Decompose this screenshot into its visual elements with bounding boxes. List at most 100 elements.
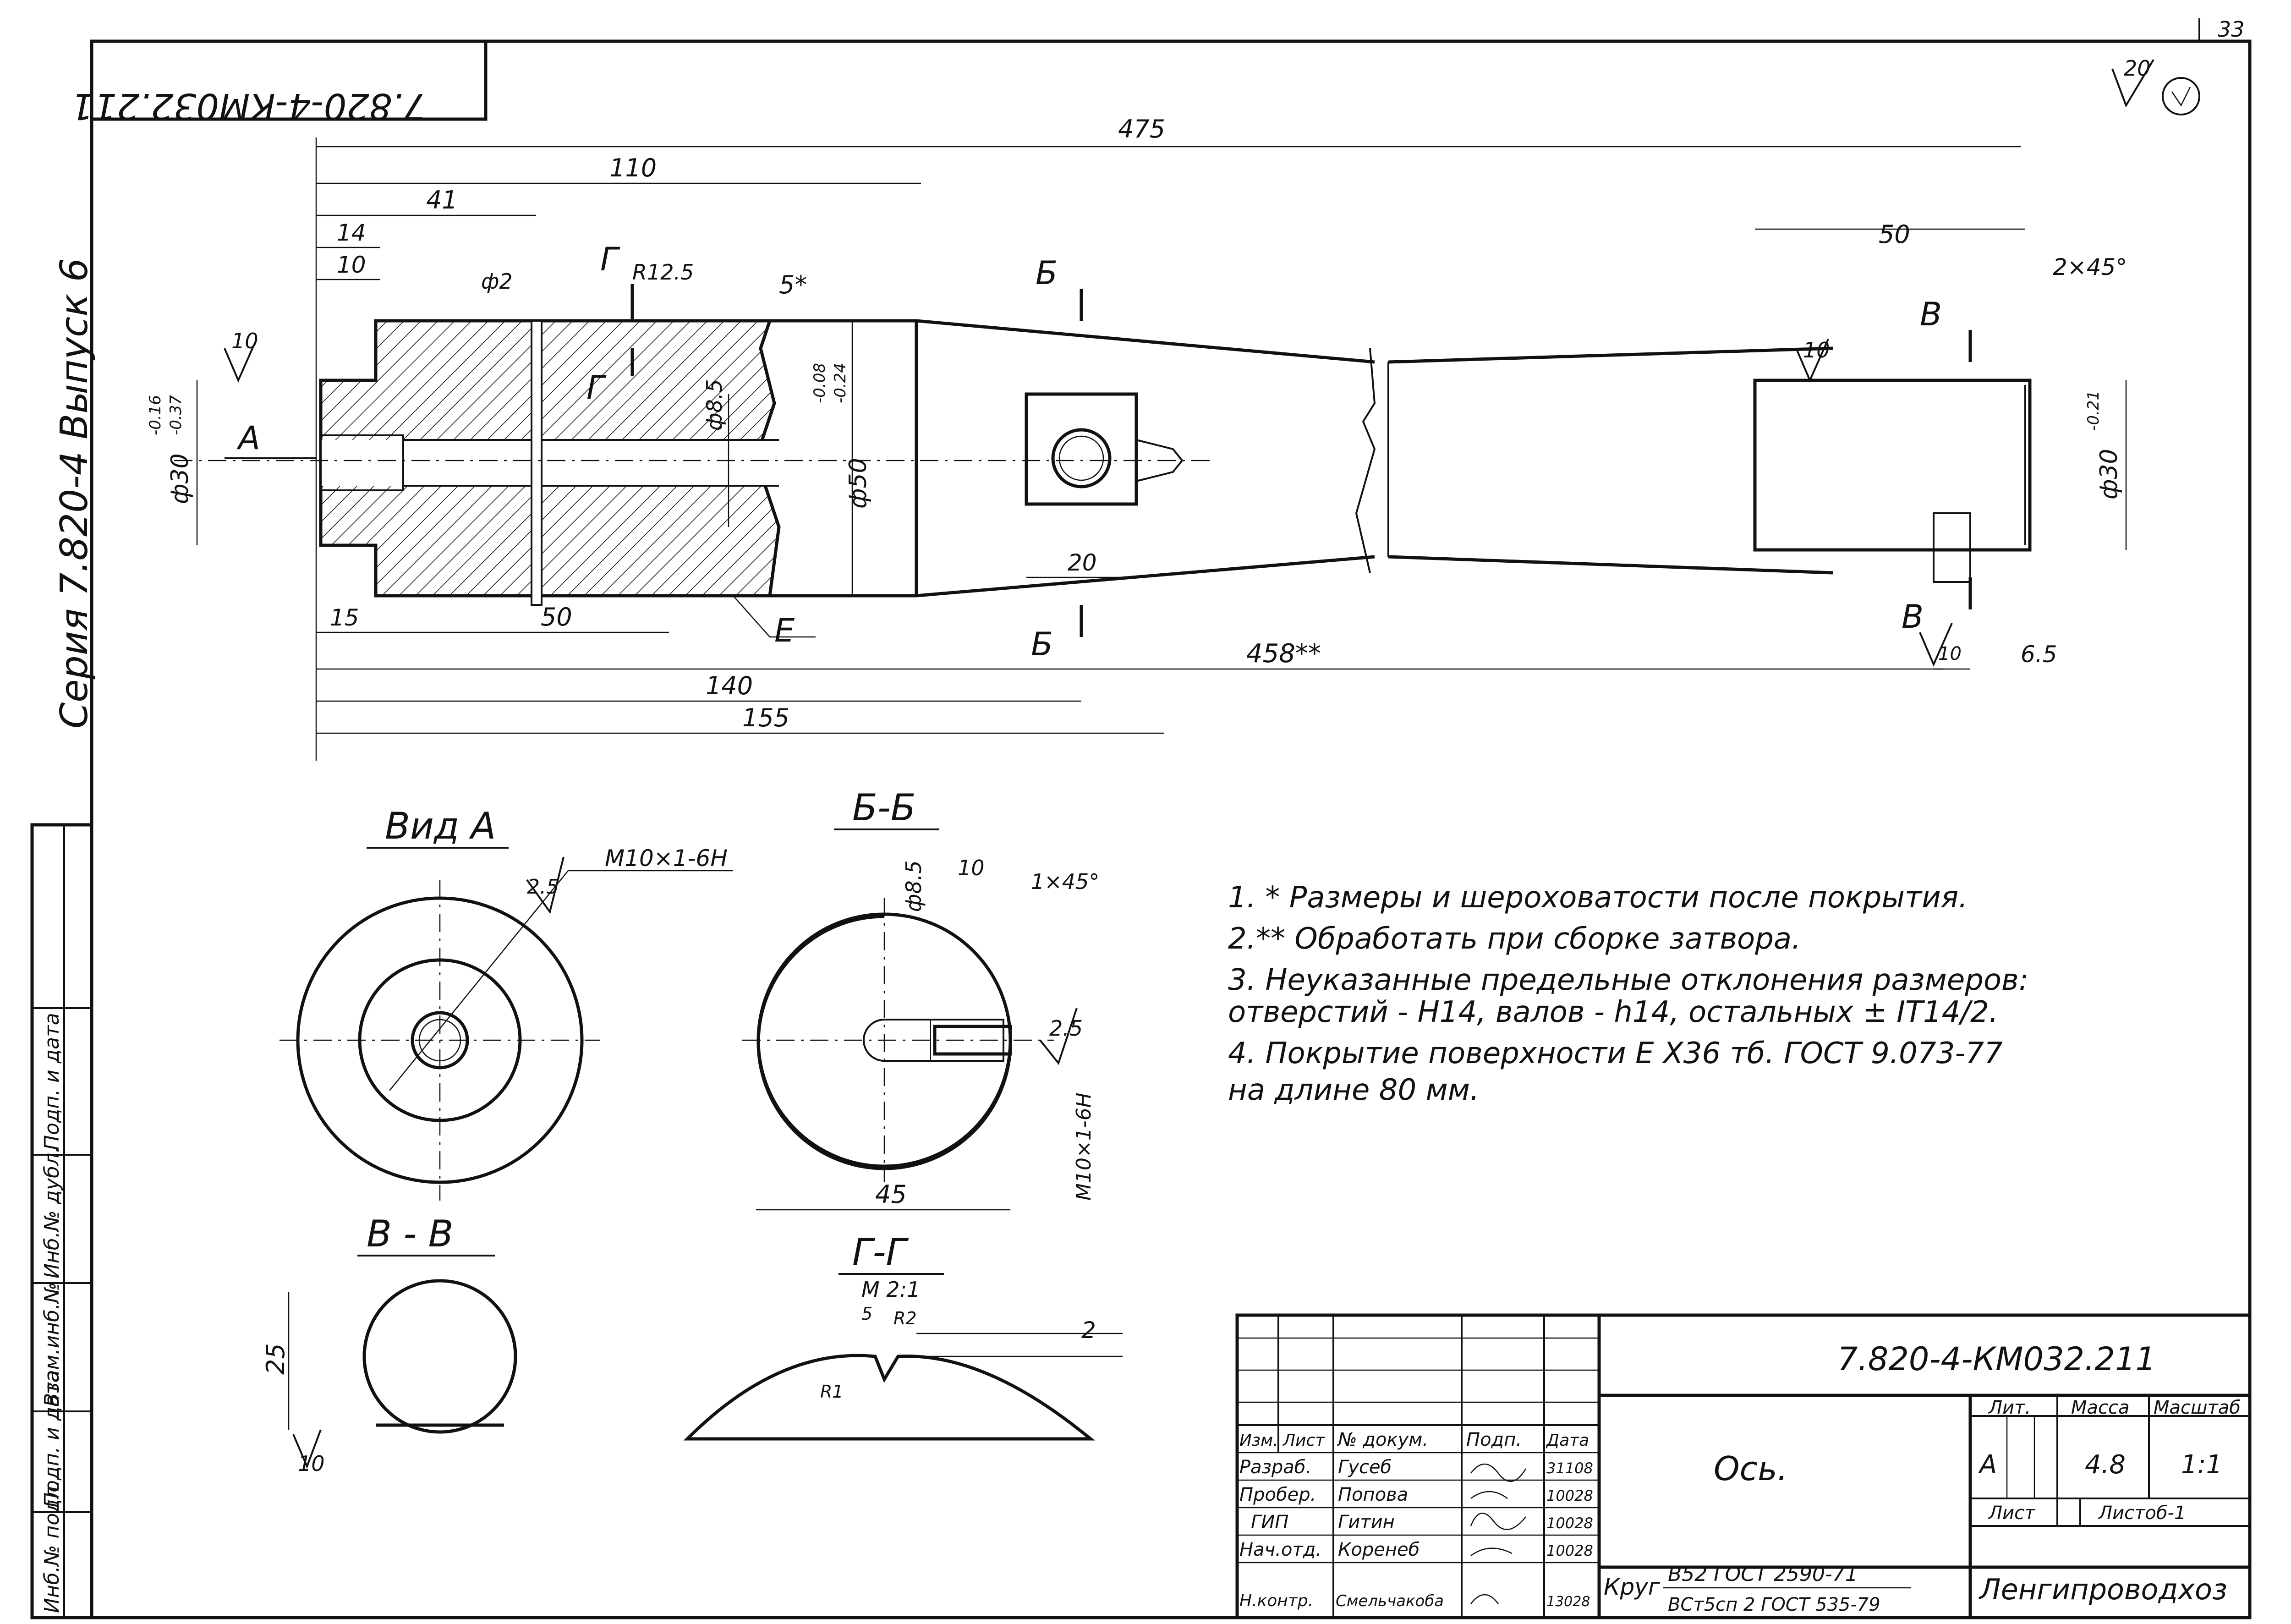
- tb-lit-label: Лит.: [1988, 1397, 2031, 1418]
- series-label: Серия 7.820-4 Выпуск 6: [53, 258, 96, 729]
- general-roughness-icon: 20: [2111, 56, 2200, 115]
- tb-org: Ленгипроводхоз: [1979, 1573, 2227, 1606]
- section-gg-r1: R1: [820, 1382, 844, 1402]
- dim-50-top: 50: [1879, 220, 1910, 249]
- view-a: Вид А М10×1-6Н 2.5: [280, 805, 733, 1201]
- section-gg-dim: 2: [1081, 1317, 1096, 1344]
- doc-code-top: 7.820-4-КМ032.211: [71, 85, 426, 126]
- signature-icon: [1470, 1463, 1527, 1604]
- section-vv-dim: 25: [261, 1343, 290, 1375]
- tb-material-prefix: Круг: [1604, 1574, 1661, 1600]
- svg-text:10: 10: [1938, 643, 1962, 664]
- note-3b: отверстий - Н14, валов - h14, остальных …: [1228, 995, 1998, 1029]
- tb-name-5: Смельчакоба: [1336, 1592, 1444, 1610]
- tb-sheet-label: Лист: [1988, 1503, 2036, 1524]
- tb-mass-label: Масса: [2071, 1397, 2130, 1418]
- tb-mass: 4.8: [2085, 1450, 2126, 1480]
- svg-text:10: 10: [1803, 338, 1830, 362]
- section-bb-rough: 2.5: [1049, 1016, 1083, 1041]
- tb-date-2: 10028: [1546, 1487, 1593, 1504]
- section-bb-chamfer: 1×45°: [1031, 869, 1099, 894]
- page-number: 33: [2218, 17, 2245, 42]
- section-label-v1: В: [1920, 296, 1942, 333]
- section-label-b1: Б: [1036, 254, 1058, 292]
- tb-date-5: 13028: [1546, 1594, 1590, 1610]
- dim-14: 14: [337, 219, 366, 246]
- note-3: 3. Неуказанные предельные отклонения раз…: [1228, 963, 2028, 997]
- svg-text:-0.08: -0.08: [811, 363, 829, 403]
- note-4: 4. Покрытие поверхности Е Х36 тб. ГОСТ 9…: [1228, 1037, 2003, 1070]
- section-label-g1: Г: [600, 241, 620, 278]
- roughness-mark-2: 10: [1795, 338, 1830, 383]
- tb-sheets-label: Листоб-1: [2098, 1503, 2186, 1524]
- tb-header-data: Дата: [1546, 1431, 1589, 1450]
- dim-phi30-left: ф30: [166, 453, 194, 504]
- dim-chamfer: 2×45°: [2053, 254, 2127, 280]
- tb-name-1: Гусеб: [1338, 1457, 1392, 1478]
- tb-header-list: Лист: [1282, 1431, 1325, 1450]
- svg-text:10: 10: [231, 329, 258, 353]
- tb-code: 7.820-4-КМ032.211: [1837, 1340, 2156, 1378]
- view-a-title: Вид А: [385, 805, 496, 847]
- section-label-b2: Б: [1031, 625, 1053, 663]
- section-vv-title: В - В: [367, 1213, 454, 1255]
- tb-name-4: Коренеб: [1338, 1539, 1420, 1560]
- section-gg-r2: R2: [893, 1308, 917, 1328]
- dim-50-bottom: 50: [541, 603, 572, 631]
- tb-header-ndoc: № докум.: [1337, 1429, 1428, 1450]
- tb-material-top: В52 ГОСТ 2590-71: [1668, 1563, 1858, 1586]
- dim-110: 110: [609, 154, 657, 182]
- svg-text:-0.24: -0.24: [831, 363, 850, 403]
- dim-15: 15: [330, 604, 359, 631]
- section-gg: Г-Г М 2:1 5 R2 R1 2: [683, 1231, 1123, 1441]
- surface-label-e: Е: [774, 612, 795, 649]
- doc-code-box: [90, 39, 488, 121]
- svg-text:-0.16: -0.16: [146, 395, 164, 435]
- tb-name: Ось.: [1714, 1449, 1788, 1488]
- tb-role-1: Разраб.: [1239, 1457, 1311, 1478]
- main-view: 475 110 41 14 10 ф2 R12.5 5* 50 2×45° ф3…: [146, 115, 2127, 761]
- dim-phi30-right: ф30: [2095, 449, 2123, 499]
- dim-10: 10: [337, 252, 366, 278]
- section-bb-title: Б-Б: [852, 786, 916, 829]
- section-bb: Б-Б 45 ф8.5 10 1×45° 2.5 М10×1-6Н: [742, 786, 1099, 1211]
- dim-r12-5: R12.5: [632, 260, 694, 285]
- tb-role-4: Нач.отд.: [1239, 1539, 1321, 1560]
- stamp-label-5: Подп. и дата: [40, 1013, 64, 1150]
- svg-text:-0.21: -0.21: [2084, 390, 2103, 431]
- tb-lit: А: [1978, 1450, 1997, 1480]
- dim-140: 140: [706, 671, 753, 700]
- section-vv: В - В 25 10: [261, 1213, 517, 1476]
- section-bb-phi8-5: ф8.5: [901, 861, 926, 912]
- tb-scale: 1:1: [2181, 1450, 2222, 1480]
- view-a-rough: 2.5: [527, 875, 559, 899]
- tb-role-2: Пробер.: [1239, 1484, 1316, 1505]
- section-label-v2: В: [1902, 598, 1924, 636]
- dim-475: 475: [1118, 115, 1165, 143]
- stamp-label-3: Взам.инб.№: [40, 1282, 64, 1407]
- tb-name-2: Попова: [1338, 1484, 1408, 1505]
- dim-phi50: ф50: [844, 458, 872, 509]
- section-gg-r5: 5: [861, 1304, 872, 1324]
- dim-phi2: ф2: [481, 269, 513, 294]
- section-gg-scale: М 2:1: [861, 1277, 920, 1302]
- note-4b: на длине 80 мм.: [1228, 1073, 1479, 1107]
- note-2: 2.** Обработать при сборке затвора.: [1228, 922, 1801, 956]
- svg-text:-0.37: -0.37: [167, 395, 185, 435]
- note-1: 1. * Размеры и шероховатости после покры…: [1228, 881, 1968, 915]
- dim-458: 458**: [1246, 639, 1321, 669]
- section-label-g2: Г: [586, 369, 607, 406]
- section-bb-10: 10: [958, 856, 985, 880]
- section-gg-title: Г-Г: [852, 1231, 909, 1273]
- left-stamp: Инб.№ подл. Подп. и дата Взам.инб.№ Инб.…: [30, 823, 93, 1619]
- svg-text:20: 20: [2124, 56, 2151, 81]
- stamp-label-1: Инб.№ подл.: [40, 1480, 64, 1613]
- tb-scale-label: Масштаб: [2154, 1397, 2241, 1418]
- tb-date-3: 10028: [1546, 1514, 1593, 1532]
- tb-name-3: Гитин: [1338, 1512, 1395, 1533]
- dim-5-star: 5*: [779, 270, 807, 299]
- dim-20: 20: [1068, 549, 1097, 576]
- tb-role-5: Н.контр.: [1239, 1591, 1313, 1610]
- stamp-label-2: Подп. и дата: [40, 1370, 64, 1508]
